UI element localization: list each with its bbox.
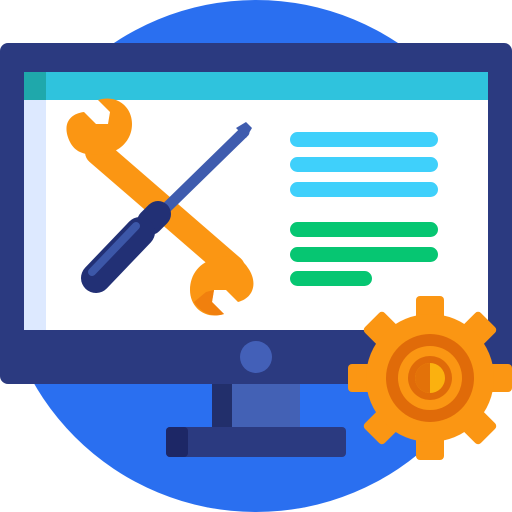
wrench-head-top — [66, 98, 132, 155]
screwdriver-handle-highlight — [88, 222, 140, 276]
screwdriver-icon — [81, 122, 252, 293]
stand-neck-shadow — [212, 384, 232, 428]
text-line-blue-1 — [290, 132, 438, 147]
text-line-blue-2 — [290, 157, 438, 172]
screwdriver-handle — [81, 217, 155, 293]
title-bar-accent — [24, 72, 46, 100]
screwdriver-shaft — [154, 126, 250, 220]
screwdriver-tip — [236, 122, 252, 138]
screen-left-panel — [24, 100, 46, 330]
gear-icon — [348, 296, 512, 460]
screen-title-bar — [24, 72, 488, 100]
stand-base — [166, 427, 346, 457]
power-button — [240, 341, 272, 373]
text-line-green-2 — [290, 247, 438, 262]
text-line-green-1 — [290, 222, 438, 237]
monitor-stand — [166, 384, 346, 457]
screwdriver-collar — [137, 201, 171, 235]
gear-center-highlight — [415, 363, 430, 393]
text-line-green-3 — [290, 271, 372, 286]
wrench-shadow — [194, 290, 224, 316]
stand-base-shadow — [166, 427, 188, 457]
text-line-blue-3 — [290, 182, 438, 197]
screen-text-lines — [290, 132, 438, 286]
